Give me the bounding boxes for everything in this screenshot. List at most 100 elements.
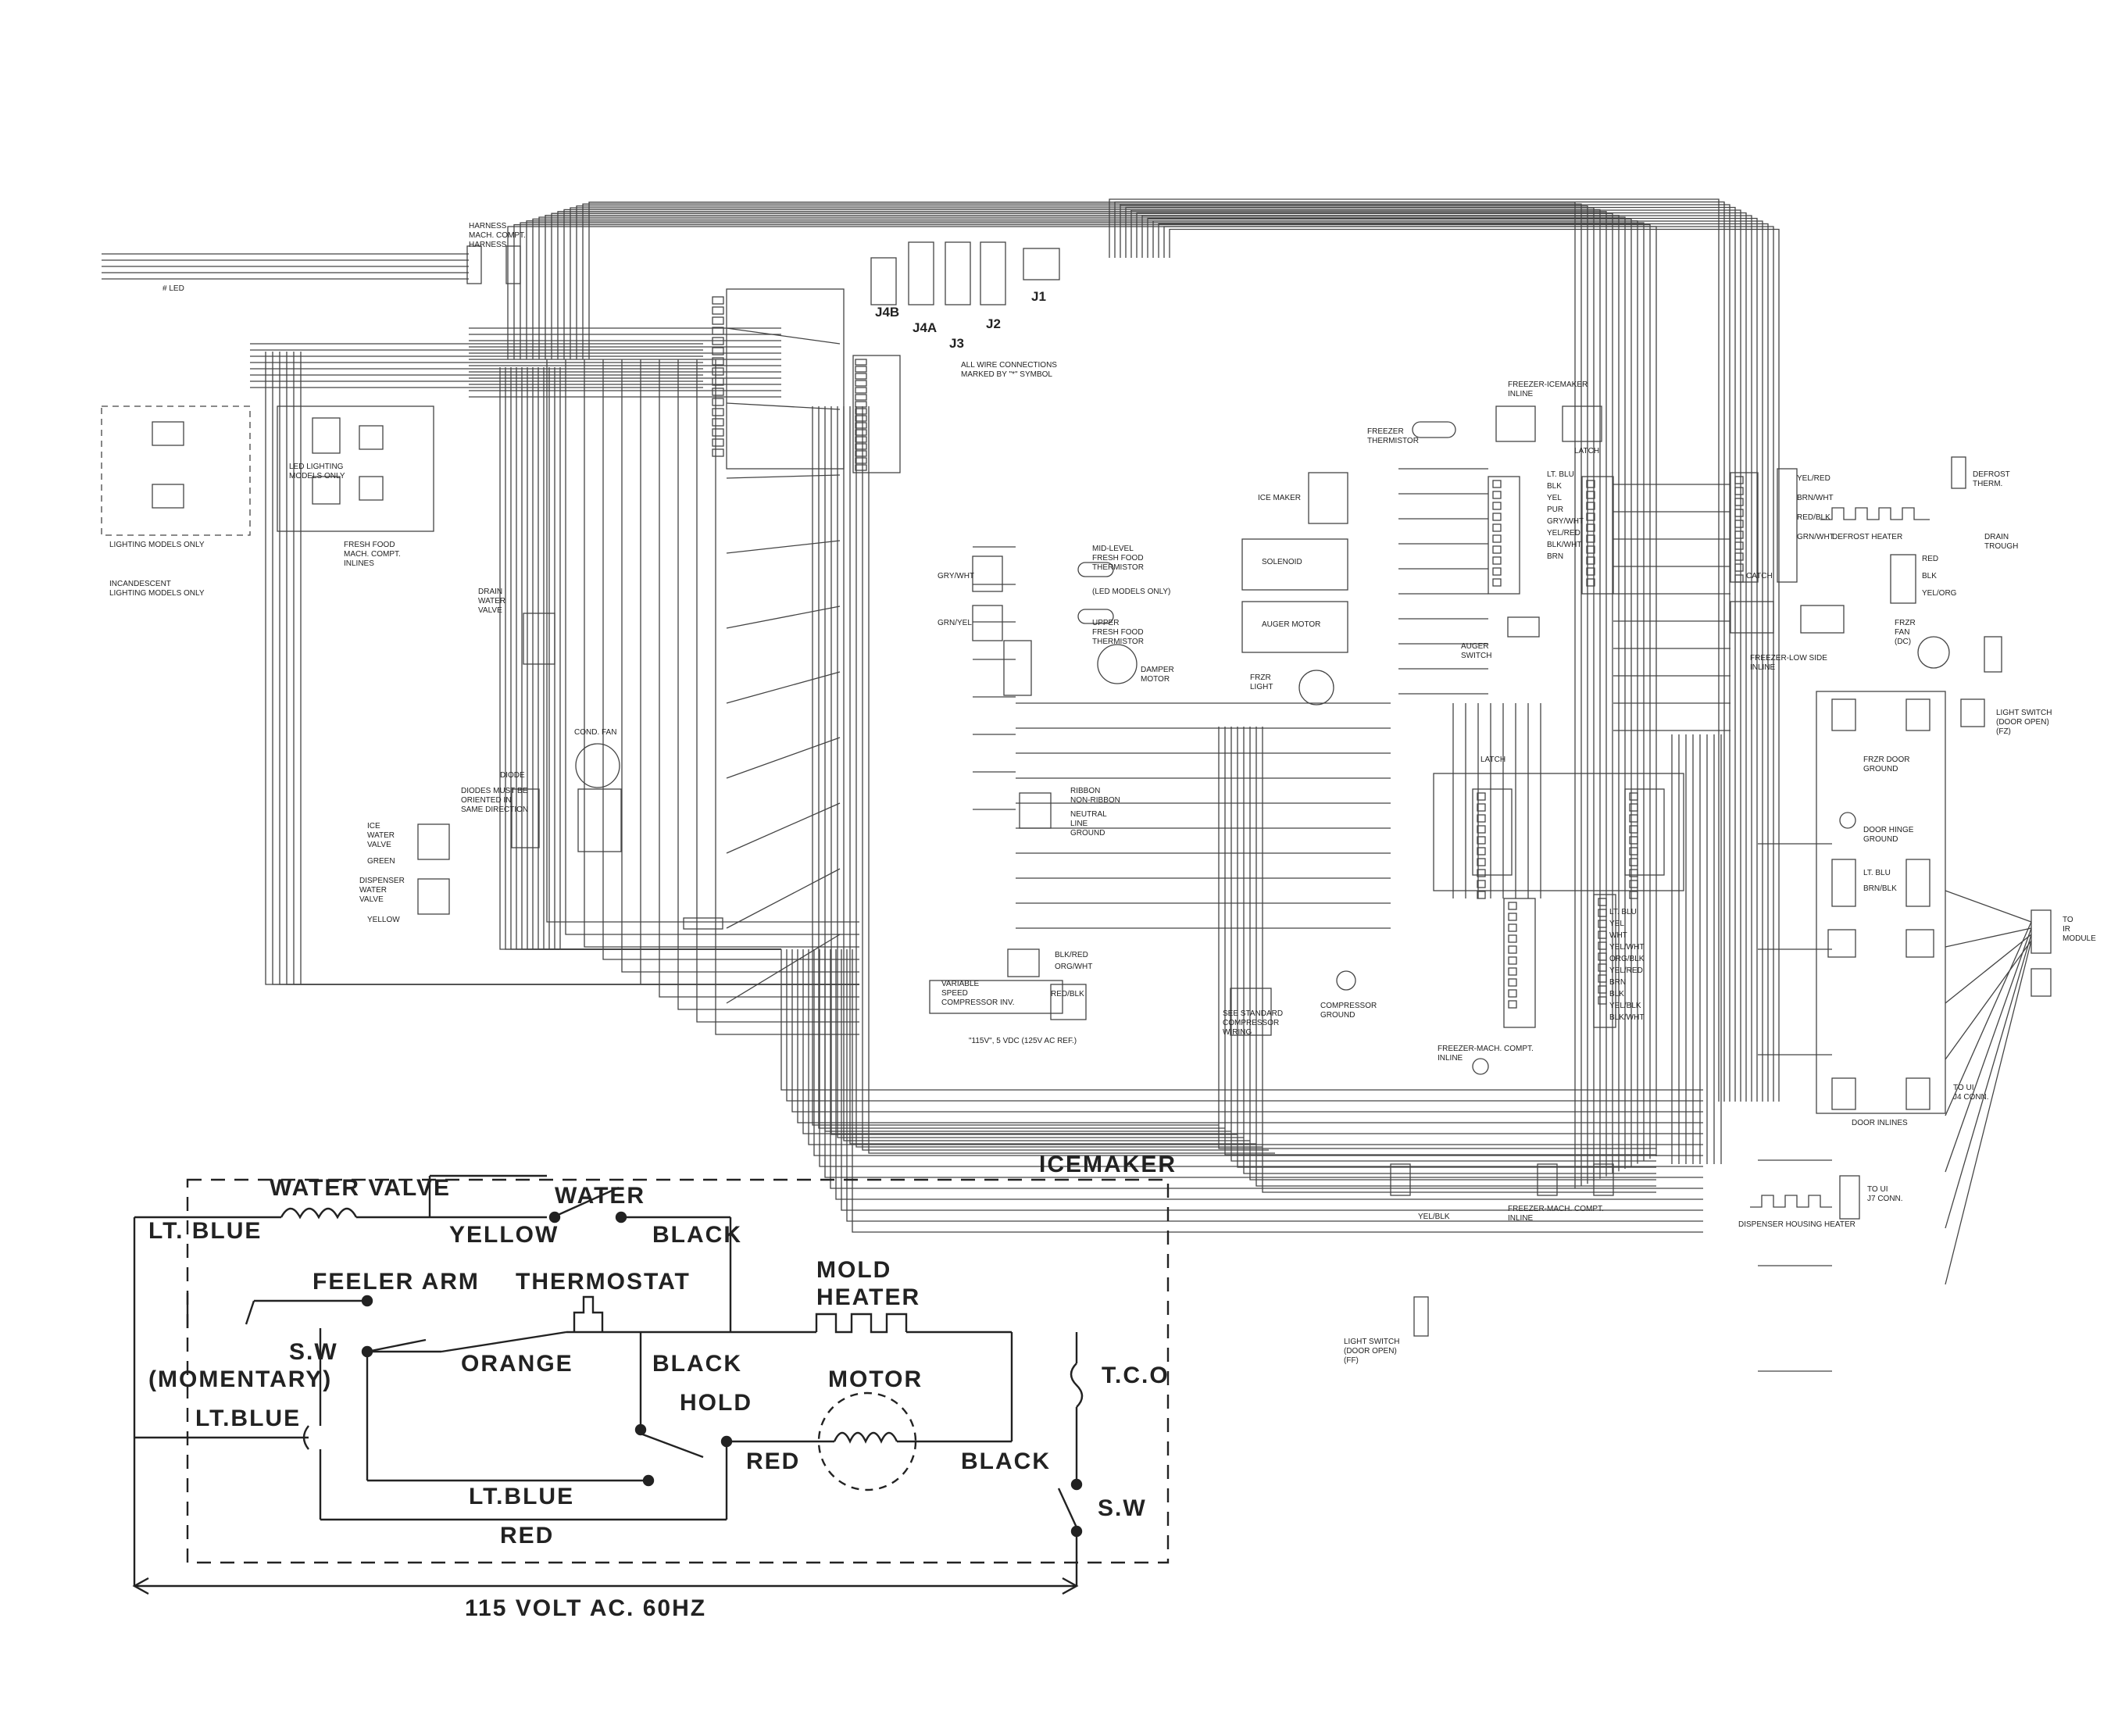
board-pin <box>855 380 867 387</box>
j2-label: J2 <box>986 316 1001 331</box>
marked-note: MARKED BY "*" SYMBOL <box>961 370 1052 379</box>
connector-pin <box>1734 563 1744 572</box>
wire <box>819 949 1703 1167</box>
wire <box>1230 727 1656 1162</box>
defrost-therm-label-2: THERM. <box>1973 480 2002 488</box>
ribbon-label-3: NEUTRAL <box>1070 810 1107 819</box>
j4a-label: J4A <box>913 320 937 335</box>
wire <box>696 359 859 1023</box>
light-sw-ff-label-1: LIGHT SWITCH <box>1344 1338 1399 1346</box>
wire <box>813 949 1703 1156</box>
diode-note-2: ORIENTED IN <box>461 796 511 805</box>
fz-low-label-1: FREEZER-LOW SIDE <box>1750 654 1827 663</box>
wire <box>602 359 859 960</box>
dispenser-water-valve <box>417 878 450 915</box>
wire-label: BLK/WHT <box>1609 1013 1644 1022</box>
wire <box>507 226 1657 1156</box>
wire <box>1945 940 2032 1285</box>
connector-pin <box>1508 967 1517 976</box>
board-pin <box>712 438 724 447</box>
to-ui-label-2: J4 CONN. <box>1953 1093 1989 1102</box>
wire-bundle <box>250 198 2032 1372</box>
wire <box>300 352 859 985</box>
auger-motor-label: AUGER MOTOR <box>1262 620 1320 629</box>
connector-pin <box>1586 502 1595 510</box>
connector-pin <box>1586 567 1595 576</box>
connector-pin <box>1598 920 1607 928</box>
board-pin <box>855 359 867 366</box>
wire <box>1237 727 1656 1168</box>
led-connector-label: # LED <box>163 284 184 293</box>
brn-blk-label: BRN/BLK <box>1863 884 1897 893</box>
board-pin <box>855 450 867 457</box>
board-pin <box>712 408 724 416</box>
drain-trough-label-2: TROUGH <box>1984 542 2018 551</box>
wire <box>1169 228 1780 1102</box>
wire <box>1158 223 1769 1102</box>
connector-pin <box>1586 556 1595 565</box>
connector-pin <box>1508 902 1517 910</box>
connector-pin <box>1477 891 1486 899</box>
lighting-models-only-label: LIGHTING MODELS ONLY <box>109 541 205 549</box>
comp-label-2: COMPRESSOR <box>1223 1019 1279 1027</box>
board-pin <box>712 337 724 345</box>
supply-arrow-right <box>1062 1577 1079 1595</box>
connector-pin <box>1598 996 1607 1005</box>
wire <box>862 406 1269 1151</box>
connector-pin <box>1629 847 1638 855</box>
light-sw-ff-label-2: (DOOR OPEN) <box>1344 1347 1397 1356</box>
connector-pin <box>1492 545 1502 554</box>
wire <box>1130 209 1741 1102</box>
wire <box>513 223 1651 1159</box>
wire-label: GRN/YEL <box>938 619 972 627</box>
connector-pin <box>1586 513 1595 521</box>
wire-label: GRN/WHT <box>1797 533 1834 541</box>
connector-pin <box>1734 476 1744 484</box>
wire <box>830 949 1703 1189</box>
connector-pin <box>1734 541 1744 550</box>
led-lighting-label-2: MODELS ONLY <box>289 472 345 480</box>
wire-label: ORG/WHT <box>1055 963 1092 971</box>
wire <box>677 359 859 1010</box>
auger-switch-label-2: SWITCH <box>1461 652 1491 660</box>
wire <box>830 406 1238 1135</box>
wire <box>1255 727 1656 1187</box>
board-pin <box>712 296 724 305</box>
dispenser-label-2: WATER <box>359 886 387 895</box>
connector-pin <box>1477 825 1486 834</box>
wire <box>808 949 1703 1145</box>
board-pin <box>855 457 867 464</box>
wire <box>1136 212 1747 1102</box>
ice-maker-connector <box>1308 472 1348 524</box>
board-pin <box>855 443 867 450</box>
water-switch <box>555 1186 620 1217</box>
connector-pin <box>1629 869 1638 877</box>
wire <box>726 868 841 929</box>
connector-pin <box>1586 534 1595 543</box>
wire-label: BRN <box>1547 552 1563 561</box>
defrost-therm-label-1: DEFROST <box>1973 470 2010 479</box>
wire <box>1114 201 1725 1102</box>
connector-pin <box>1586 545 1595 554</box>
wire <box>1120 204 1730 1102</box>
connector-pin <box>1734 552 1744 561</box>
wire-label: YEL <box>1547 494 1562 502</box>
mid-level-label-1: MID-LEVEL <box>1092 545 1134 553</box>
connector-pin <box>1477 803 1486 812</box>
fresh-food-label-3: INLINES <box>344 559 374 568</box>
auger-motor-box <box>1241 601 1348 653</box>
wire-label: YEL <box>1609 920 1624 928</box>
connector-pin <box>1477 814 1486 823</box>
sw-right-switch <box>1057 1488 1078 1528</box>
connector-pin <box>1598 931 1607 939</box>
defrost-heater-label: DEFROST HEATER <box>1832 533 1902 541</box>
ribbon-label-4: LINE <box>1070 820 1088 828</box>
wire-label: LT. BLU <box>1547 470 1574 479</box>
board-pin <box>712 418 724 427</box>
sw-momentary-label-2: (MOMENTARY) <box>148 1366 332 1392</box>
ice-maker-label: ICE MAKER <box>1258 494 1301 502</box>
connector-pin <box>1492 567 1502 576</box>
door-inlines-label: DOOR INLINES <box>1852 1119 1908 1127</box>
wire <box>791 949 1703 1113</box>
